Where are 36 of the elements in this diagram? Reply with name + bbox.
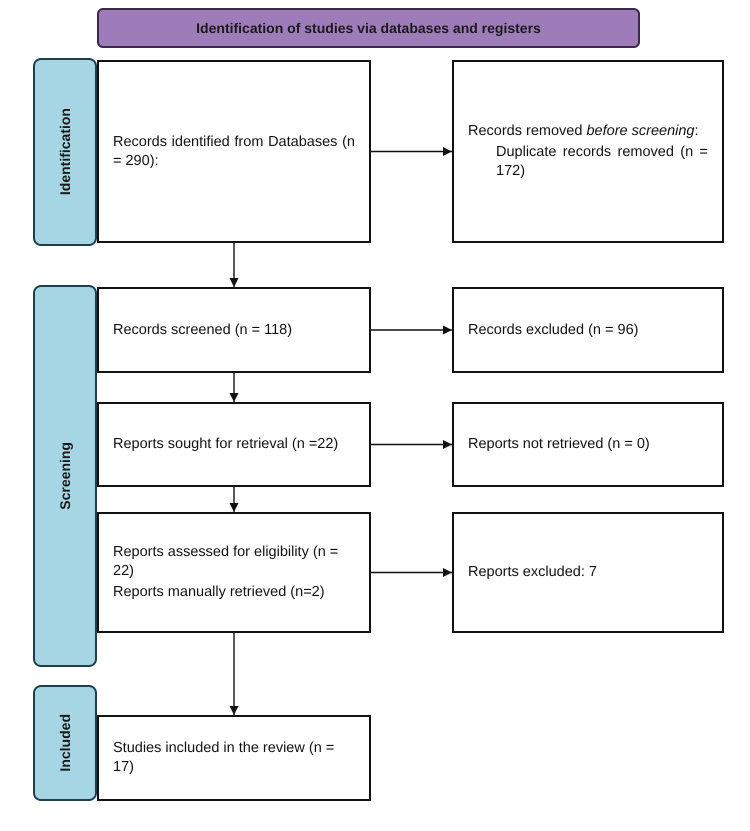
box-text: Reports excluded: 7 xyxy=(468,563,598,582)
process-box xyxy=(97,402,371,487)
process-box xyxy=(452,287,724,373)
stage-band xyxy=(33,58,97,246)
stage-band xyxy=(33,685,97,801)
stage-label: Included xyxy=(57,714,73,772)
process-box xyxy=(452,60,724,243)
box-text: Records screened (n = 118) xyxy=(113,320,294,340)
process-box xyxy=(97,715,371,801)
process-box xyxy=(97,512,371,633)
box-text: Reports sought for retrieval (n =22) xyxy=(113,435,340,454)
stage-label: Screening xyxy=(57,442,73,510)
stage-band xyxy=(33,285,97,667)
process-box xyxy=(97,287,371,373)
title-text: Identification of studies via databases and registers xyxy=(196,20,541,36)
arrow xyxy=(230,633,238,715)
arrow xyxy=(230,243,238,287)
box-text: Reports manually retrieved (n=2) xyxy=(113,582,326,602)
arrow xyxy=(371,326,452,334)
title-band xyxy=(97,8,640,48)
box-text: Records removed before screening: xyxy=(468,122,700,142)
arrow xyxy=(230,373,238,402)
arrow xyxy=(371,440,452,449)
arrow xyxy=(371,147,452,156)
box-text: Records identified from Databases (n = 290): xyxy=(113,132,355,170)
process-box xyxy=(97,60,371,243)
box-text: Reports not retrieved (n = 0) xyxy=(468,435,651,454)
box-text: Duplicate records removed (n = 172) xyxy=(495,143,708,181)
process-box xyxy=(452,402,724,487)
arrow xyxy=(230,487,238,512)
box-text: Studies included in the review (n = 17) xyxy=(113,739,336,777)
box-text: Reports assessed for eligibility (n = 22) xyxy=(113,543,340,581)
stage-label: Identification xyxy=(57,108,73,196)
box-text: Records excluded (n = 96) xyxy=(468,320,640,340)
process-box xyxy=(452,512,724,633)
arrow xyxy=(371,568,452,577)
